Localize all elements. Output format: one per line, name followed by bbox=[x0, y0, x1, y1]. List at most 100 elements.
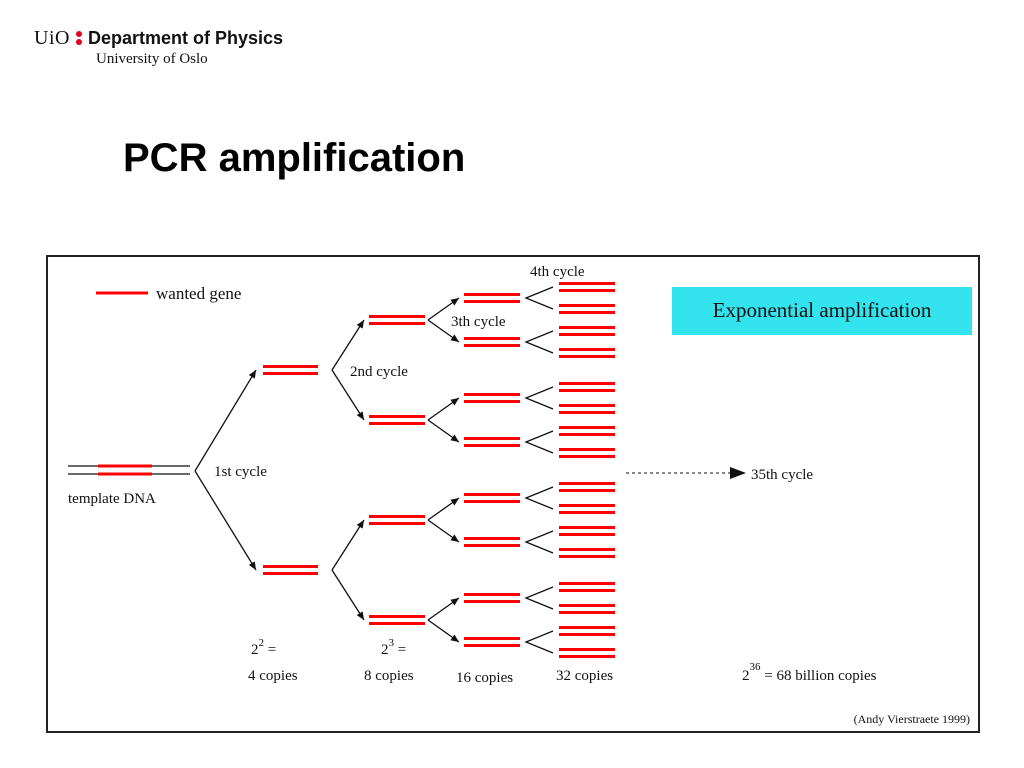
arrow-cycle-2-0-up-shaft bbox=[331, 319, 365, 371]
arrow-cycle-2-1-up-shaft bbox=[331, 519, 365, 571]
gene-copy-c3-2-1 bbox=[464, 537, 520, 547]
arrow-cycle-3-3-down-head bbox=[450, 634, 459, 642]
pcr-diagram: wanted gene Exponential amplification te… bbox=[46, 255, 980, 733]
arrow-cycle-4-0 bbox=[524, 286, 554, 310]
gene-copy-c3-3-1 bbox=[464, 637, 520, 647]
formula-c35-exp: 36 bbox=[750, 661, 762, 673]
dashed-arrow-head bbox=[730, 467, 746, 479]
arrow-cycle-2-0-up-head bbox=[356, 320, 364, 329]
formula-c2-tail: = bbox=[394, 642, 406, 658]
template-dna-label: template DNA bbox=[68, 491, 156, 507]
gene-copy-c4-3-1 bbox=[559, 448, 615, 458]
arrow-cycle-2-1-down-head bbox=[356, 611, 364, 620]
pcr-diagram-canvas: wanted gene Exponential amplification te… bbox=[68, 264, 972, 726]
arrow-cycle-3-1-down bbox=[427, 419, 460, 443]
arrow-cycle-1-up-shaft bbox=[194, 369, 257, 472]
arrow-cycle-3-2-up bbox=[427, 497, 460, 521]
arrow-cycle-3-0-down-head bbox=[450, 334, 459, 342]
copies-formula-c35: 236 = 68 billion copies bbox=[742, 661, 877, 684]
arrow-cycle-4-5 bbox=[524, 530, 554, 554]
university-name: University of Oslo bbox=[96, 51, 208, 67]
gene-copy-c4-6-1 bbox=[559, 604, 615, 614]
arrow-cycle-2-1-up bbox=[331, 519, 365, 571]
gene-copy-c4-3-0 bbox=[559, 426, 615, 436]
arrow-cycle-3-0-up-head bbox=[450, 298, 459, 306]
copies-formula-c1: 22 = bbox=[251, 637, 276, 658]
gene-copy-c1-0 bbox=[263, 365, 318, 375]
credit-text: (Andy Vierstraete 1999) bbox=[854, 712, 970, 726]
arrow-cycle-3-0-up bbox=[427, 297, 460, 321]
arrow-cycle-2-1-down-shaft bbox=[331, 569, 365, 621]
arrow-cycle-4-3 bbox=[524, 430, 554, 454]
exponential-highlight-box bbox=[672, 287, 972, 335]
department-name: Department of Physics bbox=[87, 27, 284, 48]
copies-count-c2: 8 copies bbox=[364, 668, 414, 684]
arrow-cycle-3-0-down bbox=[427, 319, 460, 343]
cycle-label-4: 4th cycle bbox=[530, 264, 585, 280]
gene-copy-c4-4-1 bbox=[559, 504, 615, 514]
copies-count-c4: 32 copies bbox=[556, 668, 613, 684]
gene-copy-c4-5-0 bbox=[559, 526, 615, 536]
gene-copy-c3-0-0 bbox=[464, 293, 520, 303]
arrow-cycle-4-1 bbox=[524, 330, 554, 354]
gene-copy-c4-4-0 bbox=[559, 482, 615, 492]
gene-copy-c4-7-1 bbox=[559, 648, 615, 658]
gene-copy-c2-1-0 bbox=[369, 515, 425, 525]
arrow-cycle-2-1-up-head bbox=[356, 520, 364, 529]
logo-dot-top bbox=[75, 31, 82, 37]
gene-copy-c4-6-0 bbox=[559, 582, 615, 592]
arrow-cycle-2-0-down bbox=[331, 369, 365, 421]
arrow-cycle-3-2-down-head bbox=[450, 534, 459, 542]
cycle-label-35: 35th cycle bbox=[751, 467, 813, 483]
arrow-cycle-3-2-down bbox=[427, 519, 460, 543]
formula-c35-base: 2 bbox=[742, 668, 750, 684]
arrow-cycle-3-1-down-head bbox=[450, 434, 459, 442]
arrow-cycle-4-2 bbox=[524, 386, 554, 410]
formula-c2-exp: 3 bbox=[389, 637, 395, 649]
formula-c2-base: 2 bbox=[381, 642, 389, 658]
copies-count-c1: 4 copies bbox=[248, 668, 298, 684]
header: UiO Department of Physics University of … bbox=[34, 26, 283, 68]
arrow-cycle-3-3-down bbox=[427, 619, 460, 643]
arrow-cycle-2-0-down-head bbox=[356, 411, 364, 420]
copies-count-c3: 16 copies bbox=[456, 670, 513, 686]
arrow-cycle-3-3-up-head bbox=[450, 598, 459, 606]
cycle-label-2: 2nd cycle bbox=[350, 364, 408, 380]
gene-copy-c2-0-0 bbox=[369, 315, 425, 325]
copies-formula-c2: 23 = bbox=[381, 637, 406, 658]
arrow-cycle-2-0-up bbox=[331, 319, 365, 371]
exponential-highlight-label: Exponential amplification bbox=[713, 298, 932, 322]
arrow-cycle-2-0-down-shaft bbox=[331, 369, 365, 421]
gene-copy-c4-1-0 bbox=[559, 326, 615, 336]
arrow-cycle-3-1-up-head bbox=[450, 398, 459, 406]
gene-copy-c3-0-1 bbox=[464, 337, 520, 347]
arrow-cycle-3-2-up-head bbox=[450, 498, 459, 506]
cycle-label-3: 3th cycle bbox=[451, 314, 506, 330]
formula-c1-base: 2 bbox=[251, 642, 259, 658]
gene-copy-c2-1-1 bbox=[369, 615, 425, 625]
formula-c35-tail: = 68 billion copies bbox=[761, 668, 877, 684]
arrow-cycle-4-4 bbox=[524, 486, 554, 510]
arrow-cycle-1-down-shaft bbox=[194, 470, 257, 571]
template-dna-strand bbox=[68, 464, 190, 476]
gene-copy-c4-0-0 bbox=[559, 282, 615, 292]
arrow-cycle-1-up bbox=[194, 369, 257, 472]
slide-title: PCR amplification bbox=[123, 136, 466, 180]
legend-label: wanted gene bbox=[156, 284, 241, 303]
gene-copy-c4-2-0 bbox=[559, 382, 615, 392]
logo-dot-bottom bbox=[75, 39, 82, 45]
gene-copy-c4-2-1 bbox=[559, 404, 615, 414]
arrow-cycle-4-6 bbox=[524, 586, 554, 610]
arrow-cycle-1-up-head bbox=[248, 370, 256, 379]
arrow-cycle-1-down bbox=[194, 470, 257, 571]
uio-logo-text: UiO bbox=[34, 26, 70, 49]
gene-copy-c3-3-0 bbox=[464, 593, 520, 603]
gene-copies-group bbox=[263, 282, 615, 658]
gene-copy-c4-1-1 bbox=[559, 348, 615, 358]
gene-copy-c2-0-1 bbox=[369, 415, 425, 425]
arrow-cycle-3-3-up bbox=[427, 597, 460, 621]
gene-copy-c3-1-1 bbox=[464, 437, 520, 447]
gene-copy-c3-1-0 bbox=[464, 393, 520, 403]
arrow-cycle-1-down-head bbox=[248, 561, 256, 570]
gene-copy-c3-2-0 bbox=[464, 493, 520, 503]
